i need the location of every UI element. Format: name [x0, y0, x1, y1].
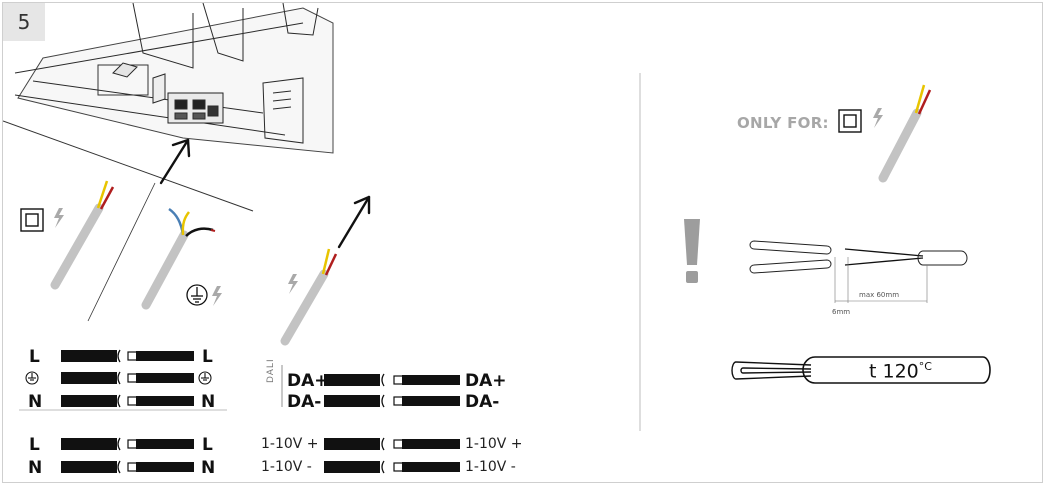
label-n2-left: N: [28, 458, 43, 478]
temperature-value: t 120: [869, 360, 919, 383]
label-da-plus-right: DA+: [465, 371, 507, 391]
label-analog-plus-right: 1-10V +: [465, 436, 523, 452]
connector-row-n: [61, 394, 194, 408]
luminaire-housing-drawing: [14, 3, 334, 154]
label-analog-minus-right: 1-10V -: [465, 459, 516, 475]
heat-sleeve-drawing: [731, 356, 991, 384]
warning-exclamation-icon: [684, 219, 700, 283]
cable-icon: [141, 207, 216, 310]
arrow-icon: [159, 138, 191, 185]
connector-row-da-minus: [324, 394, 460, 408]
label-analog-plus-left: 1-10V +: [261, 436, 319, 452]
label-n-left: N: [28, 392, 43, 412]
class-ii-double-insulation-icon: [838, 109, 862, 133]
connector-row-pe: [61, 371, 194, 385]
strip-dim-min: 6mm: [832, 308, 851, 316]
connector-row-da-plus: [324, 373, 460, 387]
class-ii-double-insulation-icon: [20, 208, 44, 232]
strip-dim-max: max 60mm: [859, 291, 900, 299]
lightning-icon: [288, 274, 298, 294]
arrow-icon: [337, 195, 371, 249]
housing-edge-line: [3, 120, 254, 212]
connector-row-analog-plus: [324, 437, 460, 451]
connector-row-analog-minus: [324, 460, 460, 474]
lightning-icon: [212, 286, 222, 306]
cable-icon: [280, 248, 338, 346]
temperature-unit: °C: [918, 360, 932, 373]
protective-earth-icon: [198, 371, 212, 385]
cable-icon: [50, 180, 115, 290]
label-da-plus-left: DA+: [287, 371, 329, 391]
cable-icon: [878, 84, 932, 183]
label-n2-right: N: [201, 458, 216, 478]
only-for-label: ONLY FOR:: [737, 114, 829, 132]
label-da-minus-right: DA-: [465, 392, 500, 412]
connector-row-n2: [61, 460, 194, 474]
temperature-label: t 120°C: [869, 360, 932, 382]
label-l-left: L: [29, 347, 40, 367]
protective-earth-icon: [186, 284, 208, 306]
lightning-icon: [54, 208, 64, 228]
protective-earth-icon: [25, 371, 39, 385]
connector-row-l: [61, 349, 194, 363]
diagram-canvas: [3, 3, 991, 474]
label-l2-right: L: [202, 435, 213, 455]
label-l2-left: L: [29, 435, 40, 455]
stripped-wire-drawing: [749, 240, 968, 303]
label-n-right: N: [201, 392, 216, 412]
label-analog-minus-left: 1-10V -: [261, 459, 312, 475]
lightning-icon: [873, 108, 883, 128]
divider-diagonal: [87, 182, 156, 322]
dali-tag: DALI: [266, 358, 276, 383]
connector-row-l2: [61, 437, 194, 451]
label-l-right: L: [202, 347, 213, 367]
label-da-minus-left: DA-: [287, 392, 322, 412]
step-number-badge: 5: [3, 3, 45, 41]
